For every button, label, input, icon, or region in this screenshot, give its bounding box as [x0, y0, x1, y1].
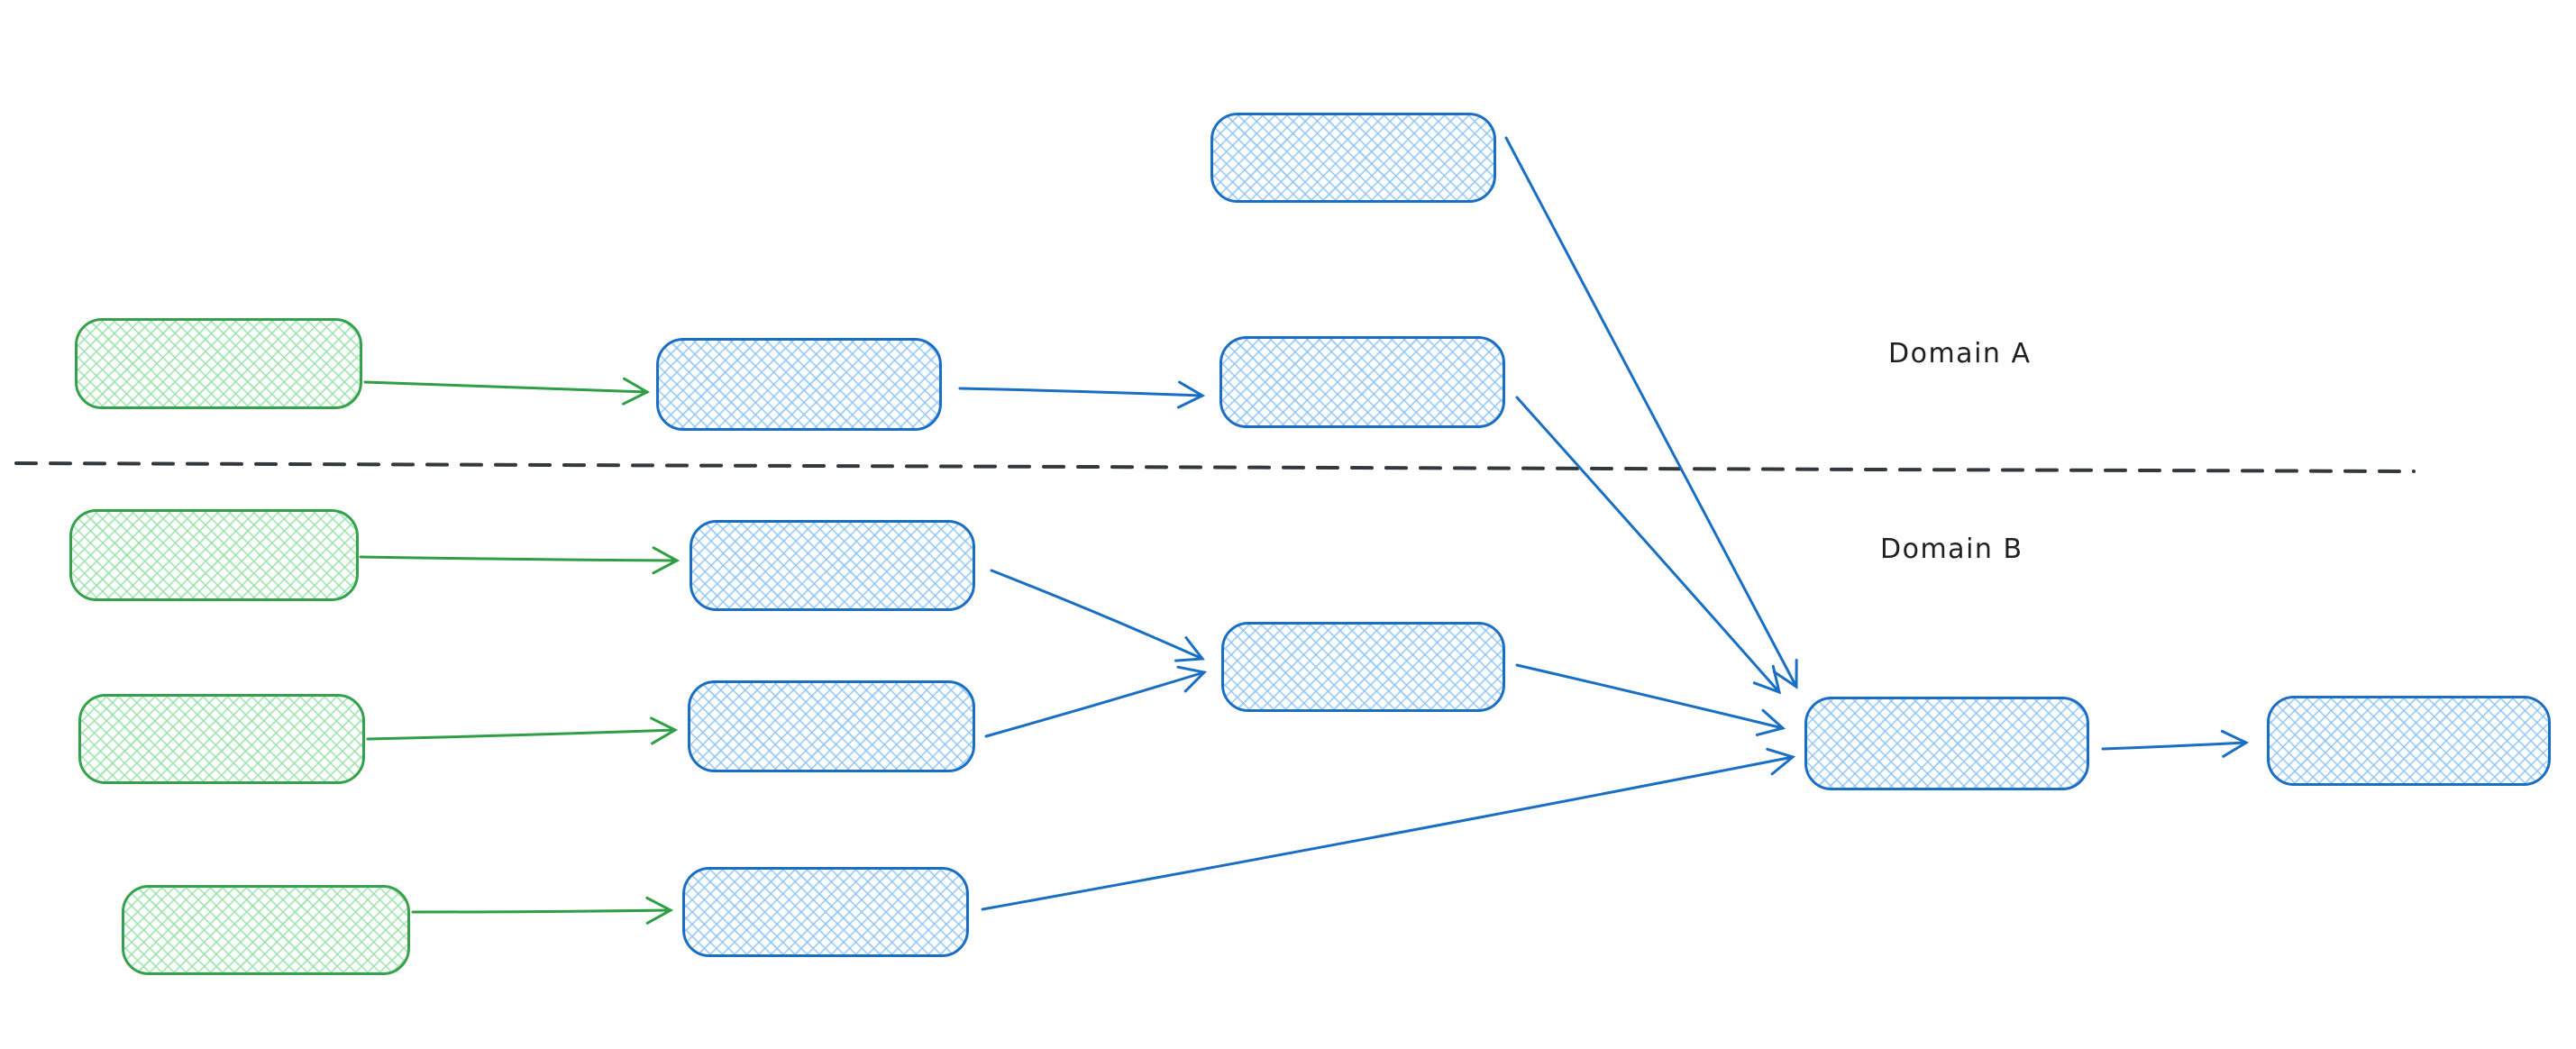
- domain-a-label: Domain A: [1888, 338, 2032, 369]
- edge-blue-a1-to-blue-a2: [958, 380, 1206, 409]
- node-blue-a2: [1219, 336, 1505, 428]
- node-blue-top: [1210, 113, 1496, 203]
- node-blue-final: [1804, 697, 2089, 790]
- node-blue-b2: [688, 680, 975, 772]
- edge-blue-b3-to-blue-final: [981, 747, 1796, 911]
- edge-green-a1-to-blue-a1: [363, 377, 651, 406]
- node-green-a1: [75, 318, 362, 409]
- node-blue-a1: [656, 338, 942, 431]
- node-blue-output: [2267, 696, 2551, 786]
- node-blue-b-merge: [1221, 622, 1505, 712]
- node-blue-b3: [682, 867, 969, 957]
- edge-green-b3-to-blue-b3: [411, 896, 674, 925]
- node-green-b3: [122, 885, 410, 975]
- node-blue-b1: [690, 520, 975, 611]
- edge-blue-final-to-blue-output: [2101, 729, 2250, 758]
- edge-blue-b-merge-to-blue-final: [1515, 663, 1786, 736]
- edge-blue-top-to-blue-final: [1504, 136, 1798, 689]
- edge-blue-b1-to-blue-b-merge: [990, 569, 1205, 662]
- edge-green-b1-to-blue-b1: [359, 546, 681, 575]
- node-green-b2: [78, 694, 365, 784]
- domain-b-label: Domain B: [1880, 534, 2023, 565]
- node-green-b1: [69, 509, 359, 601]
- domain-divider-line: [14, 461, 2416, 473]
- edge-green-b2-to-blue-b2: [366, 716, 679, 745]
- edge-blue-b2-to-blue-b-merge: [984, 665, 1208, 738]
- edge-blue-a2-to-blue-final: [1515, 396, 1782, 695]
